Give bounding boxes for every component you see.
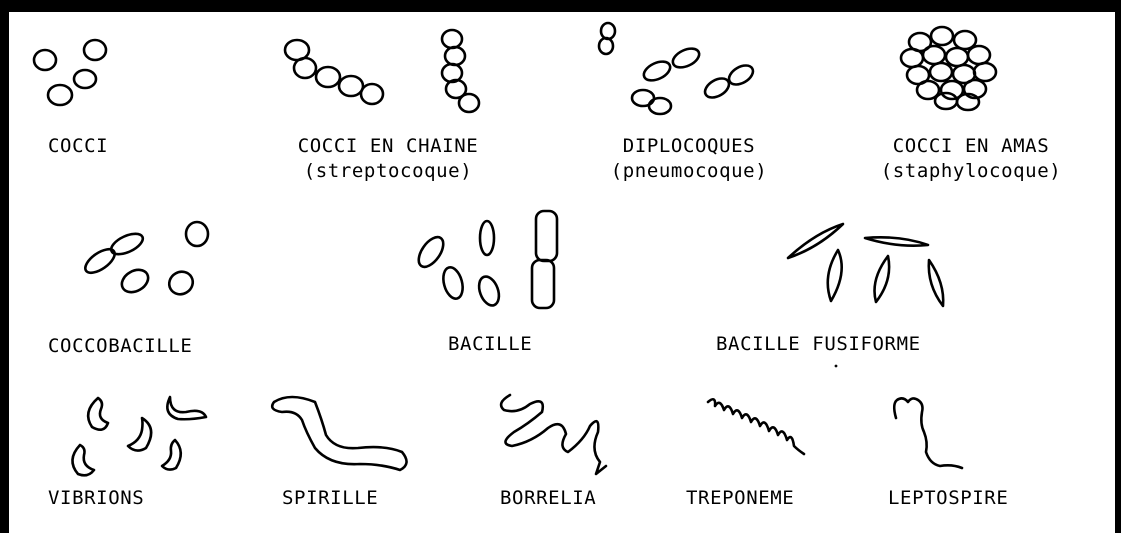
vibrio-drawing <box>72 397 206 475</box>
label-staphylocoque: (staphylocoque) <box>848 160 1094 182</box>
diplococcus-drawing <box>599 23 756 114</box>
fusiform-bacillus-drawing <box>788 224 943 306</box>
coccobacillus-drawing <box>81 222 208 299</box>
cocci-drawing <box>34 40 106 105</box>
label-cocci-en-amas: COCCI EN AMAS <box>848 135 1094 157</box>
label-leptospire: LEPTOSPIRE <box>888 487 1008 509</box>
speck-mark <box>835 365 837 367</box>
label-treponeme: TREPONEME <box>686 487 794 509</box>
label-vibrions: VIBRIONS <box>48 487 144 509</box>
label-streptocoque: (streptocoque) <box>262 160 514 182</box>
leptospira-drawing <box>894 398 962 468</box>
label-pneumocoque: (pneumocoque) <box>578 160 800 182</box>
label-borrelia: BORRELIA <box>500 487 596 509</box>
treponema-drawing <box>708 399 804 454</box>
label-group-cocci-en-chaine: COCCI EN CHAINE (streptocoque) <box>262 135 514 182</box>
bacillus-drawing <box>414 211 557 308</box>
label-bacille: BACILLE <box>448 333 532 355</box>
label-coccobacille: COCCOBACILLE <box>48 335 192 357</box>
label-bacille-fusiforme: BACILLE FUSIFORME <box>716 333 921 355</box>
label-diplocoques: DIPLOCOQUES <box>578 135 800 157</box>
staphylococcus-drawing <box>901 27 996 110</box>
label-spirille: SPIRILLE <box>282 487 378 509</box>
label-cocci: COCCI <box>48 135 108 157</box>
label-group-cocci-en-amas: COCCI EN AMAS (staphylocoque) <box>848 135 1094 182</box>
streptococcus-drawing <box>285 30 479 112</box>
borrelia-drawing <box>501 395 606 474</box>
label-group-diplocoques: DIPLOCOQUES (pneumocoque) <box>578 135 800 182</box>
spirillum-drawing <box>272 397 406 470</box>
label-cocci-en-chaine: COCCI EN CHAINE <box>262 135 514 157</box>
